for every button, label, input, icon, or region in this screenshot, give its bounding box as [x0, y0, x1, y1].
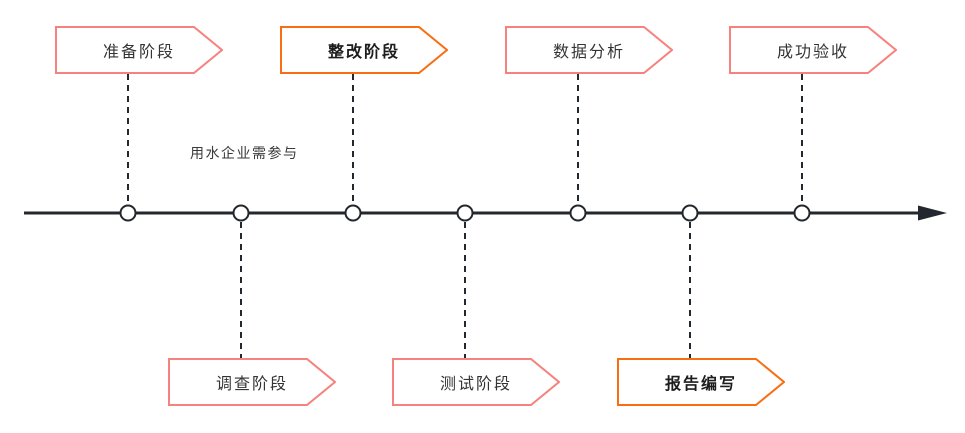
phase-label: 数据分析 — [552, 42, 625, 61]
milestone-node-1[interactable] — [119, 204, 137, 222]
milestone-node-6[interactable] — [681, 204, 699, 222]
phase-banner-rectification[interactable]: 整改阶段 — [280, 26, 448, 74]
phase-label: 测试阶段 — [439, 374, 512, 393]
phase-banner-report-writing[interactable]: 报告编写 — [617, 358, 785, 406]
pennant-shape — [280, 26, 448, 74]
phase-banner-preparation[interactable]: 准备阶段 — [55, 26, 223, 74]
pennant-shape — [168, 358, 336, 406]
phase-label: 成功验收 — [776, 42, 849, 61]
milestone-node-5[interactable] — [569, 204, 587, 222]
annotation-text: 用水企业需参与 — [190, 146, 299, 162]
phase-label: 整改阶段 — [327, 42, 400, 61]
pennant-shape — [617, 358, 785, 406]
phase-label: 报告编写 — [664, 374, 737, 393]
pennant-shape — [392, 358, 560, 406]
phase-banner-acceptance[interactable]: 成功验收 — [729, 26, 897, 74]
phase-label: 调查阶段 — [215, 374, 288, 393]
milestone-node-7[interactable] — [793, 204, 811, 222]
timeline-arrowhead-icon — [918, 205, 947, 221]
phase-banner-testing[interactable]: 测试阶段 — [392, 358, 560, 406]
milestone-node-3[interactable] — [344, 204, 362, 222]
phase-banner-investigation[interactable]: 调查阶段 — [168, 358, 336, 406]
pennant-shape — [729, 26, 897, 74]
phase-label: 准备阶段 — [102, 42, 175, 61]
milestone-node-4[interactable] — [456, 204, 474, 222]
milestone-node-2[interactable] — [232, 204, 250, 222]
pennant-shape — [55, 26, 223, 74]
phase-banner-data-analysis[interactable]: 数据分析 — [505, 26, 673, 74]
pennant-shape — [505, 26, 673, 74]
